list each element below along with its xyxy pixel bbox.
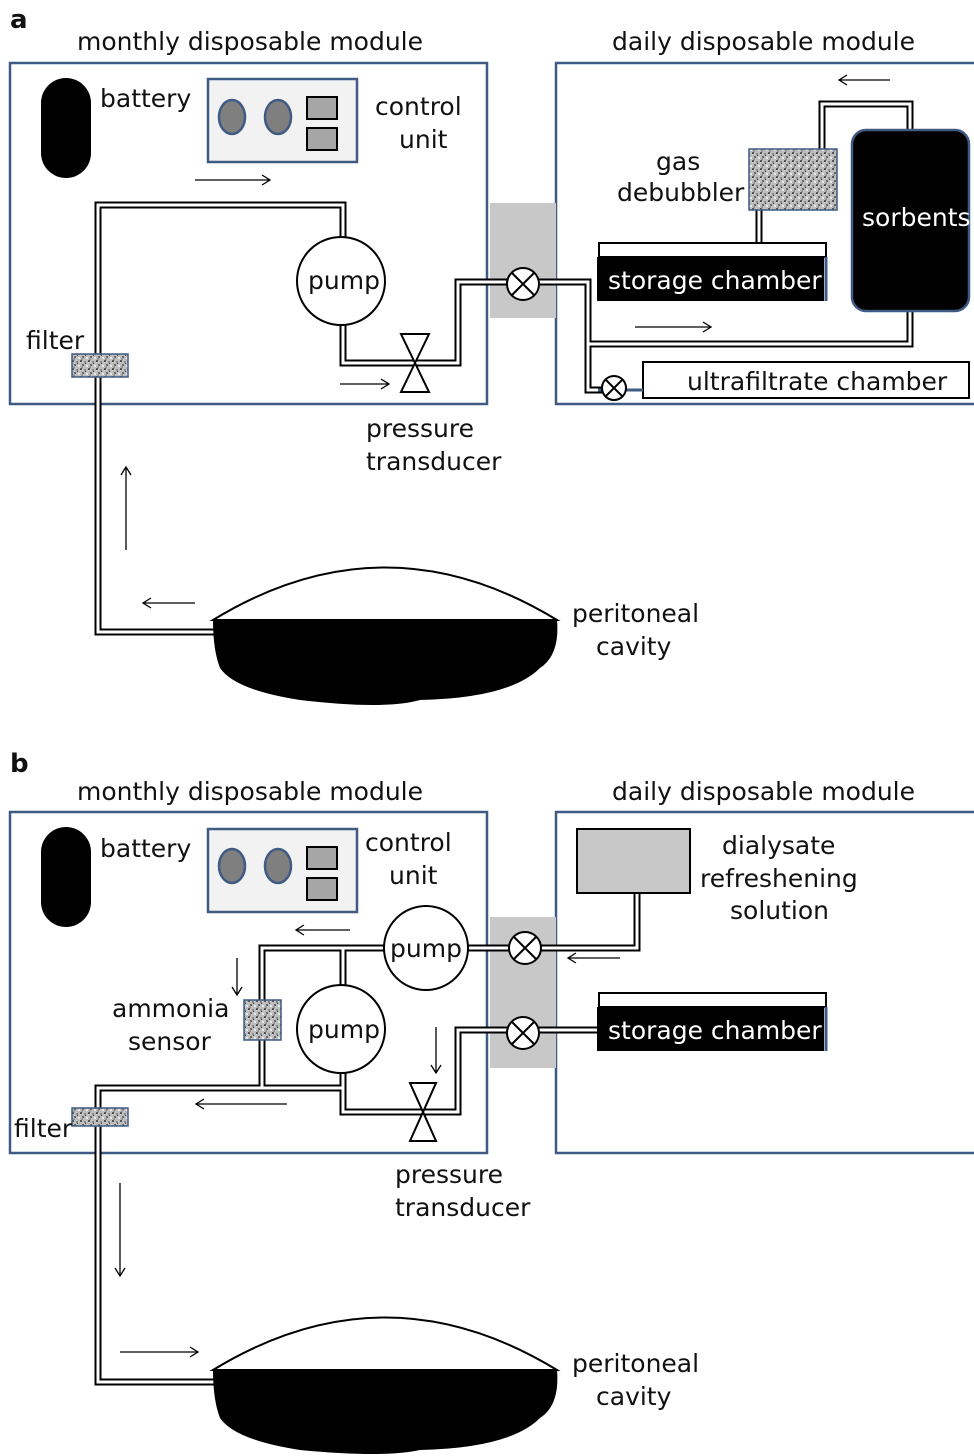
panel-a-cavity-label-1: peritoneal [572,599,699,628]
panel-b-ammonia-sensor-icon [243,999,282,1041]
panel-a-control-knob-2 [263,98,293,136]
panel-b-monthly-module-box [8,810,489,1155]
panel-a-ultrafiltrate-chamber-box [642,361,970,399]
panel-a-flow-arrows [120,74,890,609]
panel-a-connector-valve-icon [506,267,540,301]
panel-b-control-knob-2 [263,847,293,885]
panel-a-filter-icon [71,353,129,378]
panel-b-control-label-2: unit [389,861,438,890]
panel-a-pressure-transducer-icon [399,333,431,393]
panel-a-ultrafiltrate-chamber-label: ultrafiltrate chamber [687,367,948,396]
panel-b-pump-bottom-label: pump [308,1015,380,1044]
panel-b-arrow-right-bottom [120,1346,200,1358]
panel-b-connector-valve-top-icon [508,931,542,965]
panel-b-control-unit [206,827,359,914]
panel-b-cavity-label-2: cavity [596,1382,672,1411]
panel-a-control-button-1 [306,96,338,120]
panel-a-arrow-right-daily [635,321,713,333]
panel-b-control-button-1 [306,846,338,870]
panel-b-monthly-module-label: monthly disposable module [77,777,423,806]
panel-b-storage-chamber-label: storage chamber [608,1016,822,1045]
panel-a-control-button-2 [306,127,338,151]
panel-b-connector-valve-bottom-icon [506,1016,540,1050]
panel-b-dialysate-label-3: solution [730,896,829,925]
panel-b-filter-icon [71,1107,129,1127]
panel-a-storage-chamber [597,242,828,301]
panel-a-pump-label: pump [308,266,380,295]
panel-b-cavity-label-1: peritoneal [572,1349,699,1378]
panel-b: b monthly disposable module daily dispos… [8,749,974,1454]
panel-a-control-unit [206,77,359,164]
panel-a-pressure-label-2: transducer [366,447,502,476]
panel-a-control-label-1: control [375,92,462,121]
panel-b-pump-bottom-icon [296,984,386,1074]
panel-a-arrow-right-top [195,174,272,186]
panel-b-control-knob-1 [217,847,247,885]
panel-a-storage-chamber-label: storage chamber [608,266,822,295]
panel-b-pump-top-icon [383,905,469,991]
panel-a-arrow-right-bottom [340,378,391,390]
panel-b-battery-label: battery [100,834,191,863]
panel-b-arrow-down-sensor [231,958,243,997]
panel-a-filter-label: filter [26,326,85,355]
panel-b-control-button-2 [306,877,338,901]
panel-b-ammonia-label-1: ammonia [112,994,229,1023]
panel-a-sorbents-label: sorbents [862,203,971,232]
panel-a-daily-module-label: daily disposable module [612,27,915,56]
panel-a-cavity-label-2: cavity [596,632,672,661]
panel-a-letter: a [10,5,28,35]
panel-b-letter: b [10,749,29,779]
panel-a-gas-debubbler-icon [748,148,838,211]
panel-b-arrow-left-top [294,924,350,936]
panel-b-arrow-left-connector [566,952,620,964]
panel-a-peritoneal-cavity-icon [209,566,561,705]
panel-b-pressure-label-1: pressure [395,1160,503,1189]
panel-b-ammonia-label-2: sensor [128,1027,212,1056]
panel-a: a monthly disposable module daily dispos… [8,5,974,705]
panel-b-peritoneal-cavity-icon [209,1316,561,1454]
panel-b-control-label-1: control [365,828,452,857]
panel-b-dialysate-label-2: refreshening [700,864,858,893]
panel-b-arrow-left-bottom [194,1098,287,1110]
panel-a-sorbents-icon [850,128,971,313]
panel-a-monthly-module-box [8,61,489,406]
panel-a-debubbler-label-2: debubbler [617,178,745,207]
panel-b-arrow-down [114,1183,126,1278]
panel-a-monthly-module-label: monthly disposable module [77,27,423,56]
panel-a-arrow-left-bottom [141,597,195,609]
panel-b-pump-top-label: pump [390,934,462,963]
panel-b-filter-label: filter [14,1114,73,1143]
panel-b-flow-arrows [114,924,620,1358]
panel-a-pump-icon [296,236,386,326]
panel-b-dialysate-box-icon [576,828,691,894]
panel-b-arrow-down-transducer [430,1027,442,1075]
panel-b-battery-icon [41,827,91,927]
panel-b-storage-chamber [597,992,828,1051]
panel-a-tubing [94,100,914,636]
panel-b-pressure-transducer-icon [408,1082,438,1142]
panel-b-daily-module-label: daily disposable module [612,777,915,806]
panel-b-dialysate-label-1: dialysate [722,831,835,860]
panel-a-control-label-2: unit [399,125,448,154]
panel-a-control-knob-1 [217,98,247,136]
panel-a-debubbler-label-1: gas [656,147,700,176]
panel-a-arrow-left-daily [837,74,890,86]
panel-a-battery-label: battery [100,84,191,113]
panel-a-ultrafiltrate-valve-icon [598,375,643,401]
panel-a-pressure-label-1: pressure [366,414,474,443]
panel-a-arrow-up [120,465,132,550]
panel-a-battery-icon [41,78,91,178]
panel-b-pressure-label-2: transducer [395,1193,531,1222]
